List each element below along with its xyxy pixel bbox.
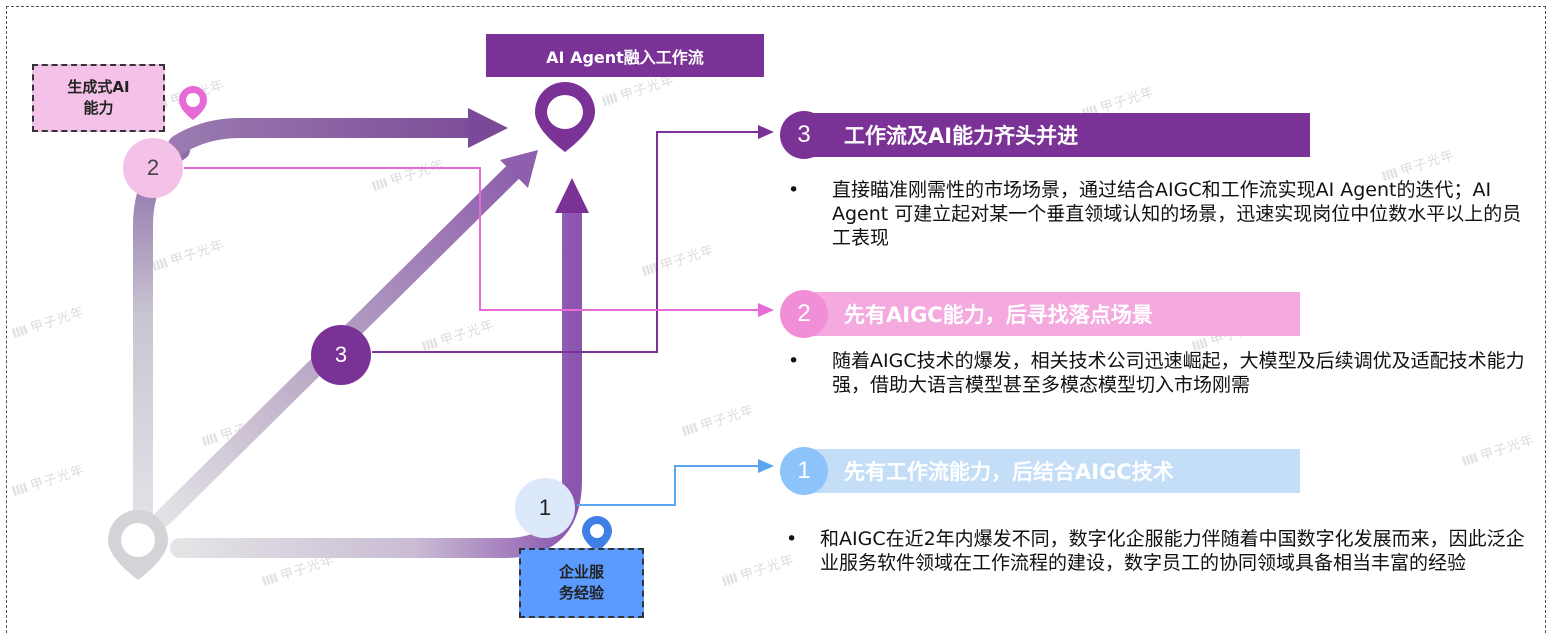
- arrowhead-right: [555, 178, 589, 213]
- path-banner-2: 2 先有AIGC能力，后寻找落点场景: [780, 290, 1300, 338]
- pink-pin-icon: [179, 86, 207, 120]
- bullet: •: [788, 350, 800, 372]
- node-1: 1: [515, 478, 575, 538]
- node-2: 2: [123, 138, 183, 198]
- node-3: 3: [311, 325, 371, 385]
- path-number: 2: [780, 290, 828, 338]
- connector-3: [372, 131, 762, 353]
- path-number: 3: [780, 111, 828, 159]
- route-left-vertical: [133, 140, 190, 530]
- arrowhead-top: [468, 108, 508, 148]
- target-pin-icon: [535, 82, 595, 152]
- bullet: •: [788, 179, 800, 201]
- origin-pin-icon: [108, 510, 168, 580]
- connector-1: [577, 465, 762, 506]
- path-heading: 工作流及AI能力齐头并进: [804, 113, 1310, 157]
- path-number: 1: [780, 447, 828, 495]
- label-enterprise-service: 企业服务经验: [519, 548, 644, 618]
- arrowhead-diagonal: [500, 150, 538, 188]
- blue-pin-icon: [582, 516, 612, 552]
- path-banner-1: 1 先有工作流能力，后结合AIGC技术: [780, 447, 1300, 495]
- path-banner-3: 3 工作流及AI能力齐头并进: [780, 111, 1310, 159]
- connector-2: [184, 167, 762, 311]
- route-bottom: [170, 205, 582, 558]
- route-top: [168, 118, 480, 155]
- diagram-title: AI Agent融入工作流: [486, 34, 764, 77]
- path-description-1: • 和AIGC在近2年内爆发不同，数字化企服能力伴随着中国数字化发展而来，因此泛…: [786, 528, 1525, 574]
- path-description-2: • 随着AIGC技术的爆发，相关技术公司迅速崛起，大模型及后续调优及适配技术能力…: [788, 350, 1525, 396]
- path-heading: 先有工作流能力，后结合AIGC技术: [804, 449, 1300, 493]
- path-description-3: • 直接瞄准刚需性的市场场景，通过结合AIGC和工作流实现AI Agent的迭代…: [788, 179, 1522, 249]
- bullet: •: [786, 528, 798, 550]
- path-heading: 先有AIGC能力，后寻找落点场景: [804, 292, 1300, 336]
- dashed-frame: [6, 6, 1546, 633]
